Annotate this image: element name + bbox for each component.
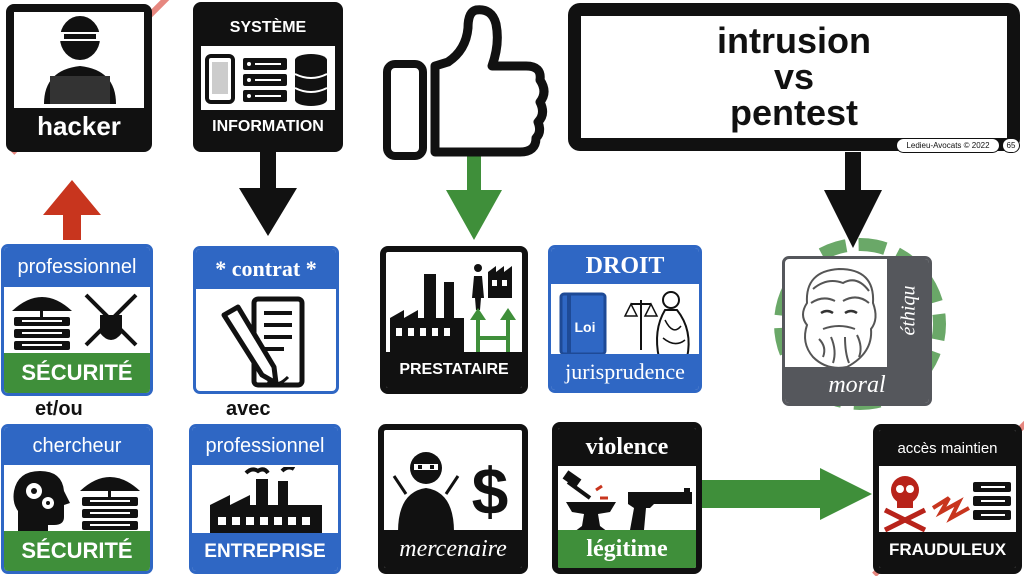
anvil-gun-icon	[562, 470, 692, 532]
umbrella-server-swords-icon	[12, 293, 138, 350]
acces-maintien-label: accès maintien	[897, 439, 998, 457]
head-gears-server-icon	[13, 471, 140, 533]
systeme-band: SYSTÈME	[201, 10, 335, 46]
skull-server-icon	[883, 476, 1011, 533]
loi-book-label: Loi	[575, 319, 596, 335]
chercheur-band: chercheur	[4, 427, 150, 465]
professionnel-entreprise-card: professionnel ENTREPRISE	[189, 424, 341, 574]
mercenaire-band: mercenaire	[384, 530, 522, 568]
hacker-card: hacker	[6, 4, 152, 152]
hacker-icon	[44, 16, 116, 104]
et-ou-label: et/ou	[35, 398, 83, 420]
violence-legitime-card: violence légitime	[552, 422, 702, 574]
title-line-1: intrusion	[717, 20, 871, 61]
title-box: intrusion vs pentest	[568, 3, 1020, 151]
moral-card: éthiqu moral	[782, 256, 932, 406]
frauduleux-label: FRAUDULEUX	[888, 540, 1007, 559]
moral-band: moral	[785, 367, 929, 403]
droit-band: DROIT	[551, 248, 699, 284]
footer-credit: Ledieu-Avocats © 2022	[896, 138, 1000, 153]
black-arrow-down-systeme	[239, 152, 297, 236]
droit-label: DROIT	[585, 252, 665, 279]
securite-label-1: SÉCURITÉ	[21, 360, 133, 385]
systeme-label: SYSTÈME	[229, 19, 307, 36]
frauduleux-band: FRAUDULEUX	[879, 532, 1016, 568]
philosopher-bust-icon	[802, 267, 877, 369]
dollar-sign-icon: $	[472, 454, 509, 528]
securite-band-2: SÉCURITÉ	[4, 531, 150, 571]
factory-icon	[210, 467, 322, 533]
chercheur-label: chercheur	[32, 434, 122, 457]
acces-maintien-band: accès maintien	[879, 430, 1016, 466]
frauduleux-card: accès maintien FRAUDULEUX	[873, 424, 1022, 574]
devices-server-icon	[205, 54, 328, 106]
law-book-justice-icon: Loi	[559, 291, 690, 359]
footer-page-number: 65	[1002, 138, 1020, 153]
legitime-label: légitime	[586, 535, 668, 562]
ninja-dollar-icon: $	[392, 452, 509, 532]
factory-growth-icon	[390, 264, 516, 352]
prestataire-band: PRESTATAIRE	[386, 352, 522, 388]
professionnel-entreprise-band: professionnel	[192, 427, 338, 465]
hacker-band: hacker	[14, 108, 144, 144]
green-arrow-down-thumb	[446, 152, 502, 240]
violence-label: violence	[585, 433, 669, 460]
hacker-label: hacker	[37, 110, 121, 141]
jurisprudence-label: jurisprudence	[565, 359, 685, 384]
violence-band: violence	[558, 428, 696, 466]
legitime-band: légitime	[558, 530, 696, 568]
prestataire-card: PRESTATAIRE	[380, 246, 528, 394]
moral-label: moral	[828, 371, 886, 398]
contrat-band: * contrat *	[196, 249, 336, 289]
contrat-label: * contrat *	[215, 256, 317, 281]
chercheur-securite-card: chercheur SÉCURITÉ	[1, 424, 153, 574]
contract-pen-icon	[221, 296, 305, 388]
contrat-card: * contrat *	[193, 246, 339, 394]
entreprise-band: ENTREPRISE	[192, 533, 338, 571]
mercenaire-label: mercenaire	[399, 535, 507, 562]
ethique-label: éthiqu	[897, 285, 920, 336]
green-arrow-right	[700, 468, 872, 520]
title-line-3: pentest	[729, 92, 859, 133]
droit-card: DROIT Loi jurisprudence	[548, 245, 702, 393]
avec-label: avec	[226, 398, 271, 420]
systeme-information-card: SYSTÈME INFORMATION	[193, 2, 343, 152]
information-label: INFORMATION	[212, 118, 324, 135]
red-arrow-up	[43, 180, 101, 240]
thumbs-up-icon	[383, 5, 549, 160]
black-arrow-down-title	[824, 152, 882, 248]
securite-label-2: SÉCURITÉ	[21, 538, 133, 563]
mercenaire-card: $ mercenaire	[378, 424, 528, 574]
securite-band-1: SÉCURITÉ	[4, 353, 150, 393]
professionnel-entreprise-label: professionnel	[205, 434, 325, 457]
professionnel-label: professionnel	[17, 255, 137, 278]
entreprise-label: ENTREPRISE	[204, 541, 326, 562]
information-band: INFORMATION	[201, 110, 335, 144]
professionnel-securite-card: professionnel SÉCURITÉ	[1, 244, 153, 396]
professionnel-band: professionnel	[4, 247, 150, 287]
prestataire-label: PRESTATAIRE	[399, 361, 509, 378]
jurisprudence-band: jurisprudence	[551, 354, 699, 390]
ethique-band: éthiqu	[887, 259, 929, 369]
title-line-2: vs	[773, 56, 815, 97]
